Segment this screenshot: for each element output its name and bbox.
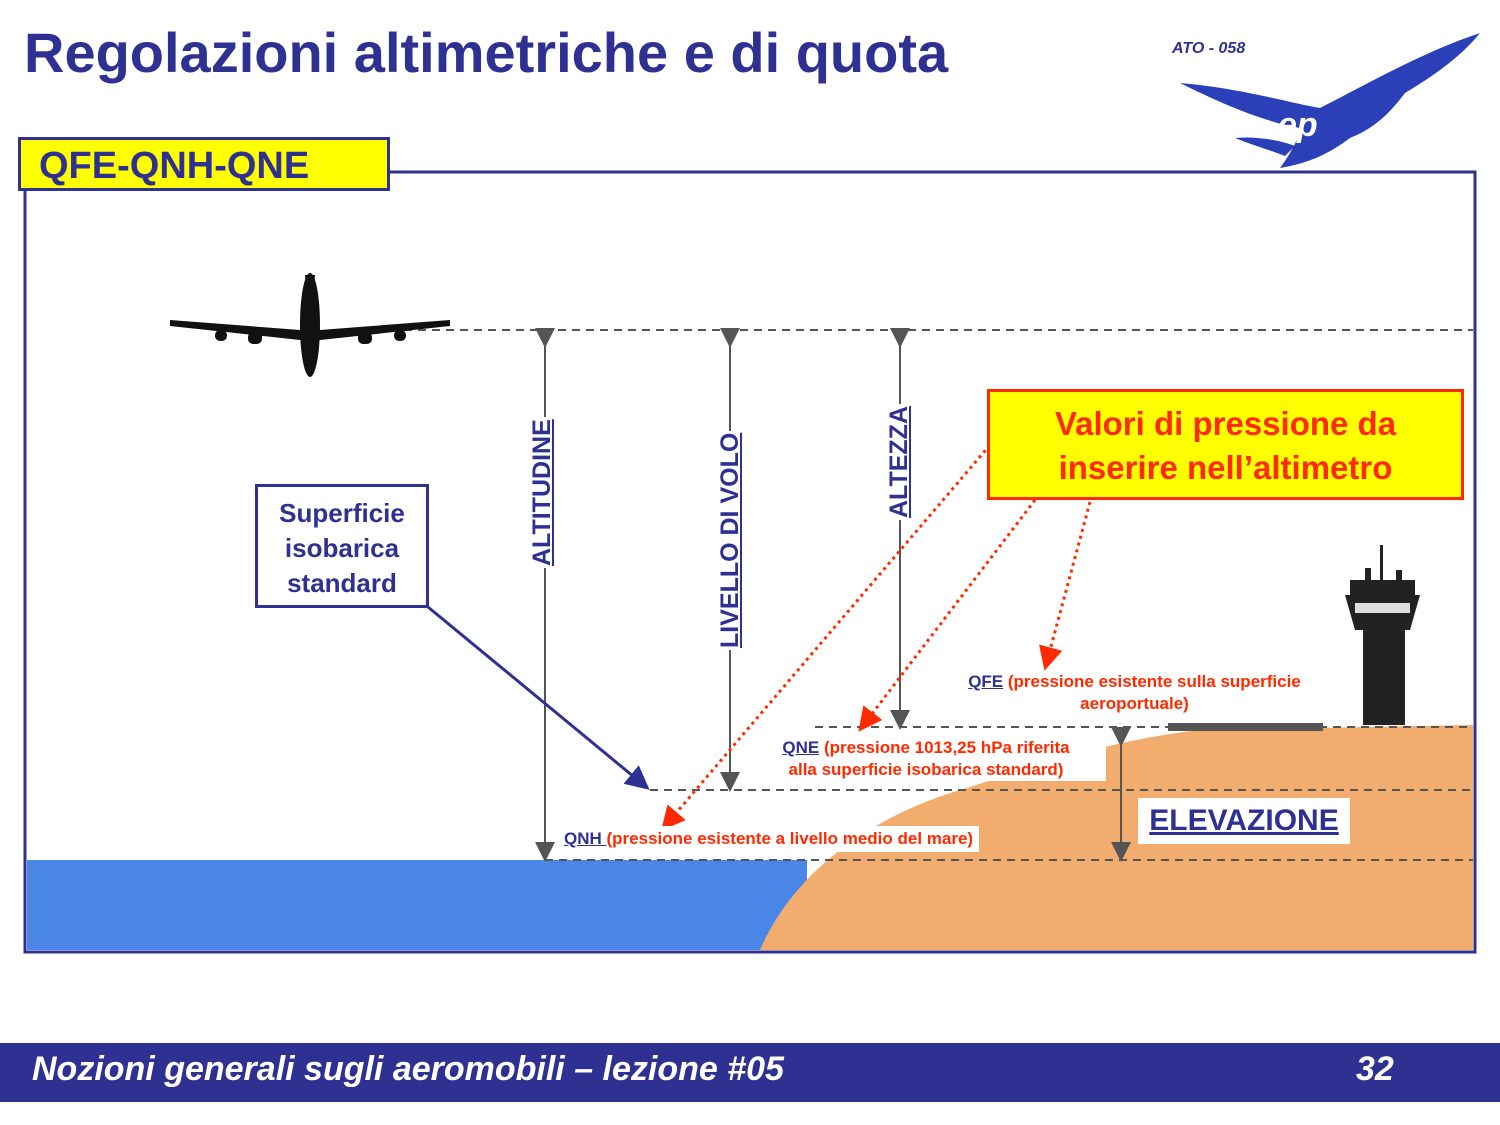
airplane-icon [170, 273, 450, 377]
qfe-text: (pressione esistente sulla superficie [1003, 672, 1301, 691]
altitudine-label: ALTITUDINE [528, 417, 557, 568]
qne-text: (pressione 1013,25 hPa riferita [819, 738, 1070, 757]
page-number: 32 [1356, 1050, 1394, 1088]
page-title: Regolazioni altimetriche e di quota [24, 21, 949, 84]
altezza-label: ALTEZZA [885, 403, 914, 520]
qnh-text: (pressione esistente a livello medio del… [606, 829, 974, 848]
livello-di-volo-label: LIVELLO DI VOLO [716, 430, 745, 650]
qfe-code: QFE [968, 672, 1004, 691]
pressure-box-line1: Valori di pressione da [1054, 405, 1397, 442]
runway [1168, 723, 1323, 731]
sea [27, 860, 807, 950]
qne-annotation: QNE (pressione 1013,25 hPa riferita alla… [746, 737, 1106, 781]
qnh-annotation: QNH (pressione esistente a livello medio… [558, 826, 980, 852]
footer-text: Nozioni generali sugli aeromobili – lezi… [32, 1050, 784, 1088]
svg-text:ep: ep [1278, 106, 1318, 144]
section-tab: QFE-QNH-QNE [18, 137, 390, 191]
qne-code: QNE [782, 738, 820, 757]
qne-text2: alla superficie isobarica standard) [788, 760, 1064, 779]
standard-surface-line2: isobarica [284, 533, 400, 563]
pointer-to-qfe [1039, 501, 1092, 671]
pointer-to-qne [858, 499, 1037, 732]
logo-text: ATO - 058 [1172, 40, 1246, 57]
control-tower-icon [1345, 545, 1420, 725]
pressure-box-line2: inserire nell’altimetro [1058, 449, 1393, 486]
standard-surface-line3: standard [287, 568, 397, 598]
standard-surface-pointer [427, 605, 650, 790]
qfe-annotation: QFE (pressione esistente sulla superfici… [927, 671, 1342, 715]
ato-logo: ep [1180, 33, 1480, 168]
standard-surface-line1: Superficie [279, 498, 405, 528]
footer-bar [0, 1043, 1500, 1102]
pressure-values-box: Valori di pressione da inserire nell’alt… [987, 389, 1464, 500]
elevazione-label: ELEVAZIONE [1138, 798, 1350, 844]
standard-surface-box: Superficie isobarica standard [255, 484, 429, 608]
qfe-text2: aeroportuale) [1080, 694, 1189, 713]
qnh-code: QNH [564, 829, 607, 848]
